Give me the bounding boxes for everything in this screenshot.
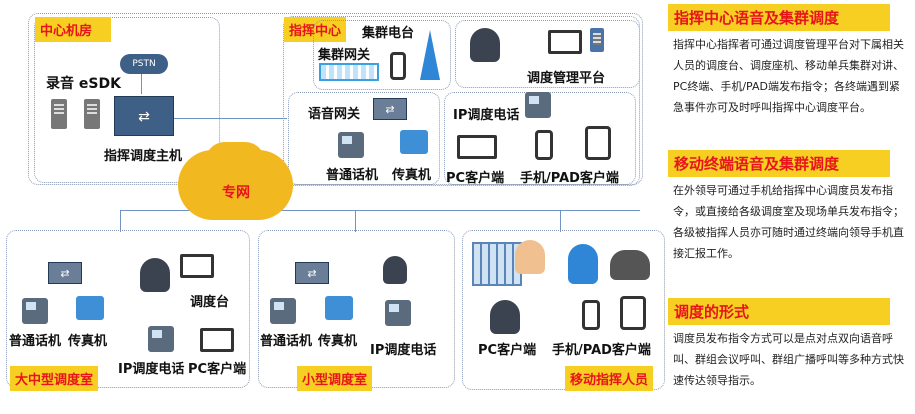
headset-icon [383,256,407,284]
fax-label: 传真机 [392,168,432,183]
trunk-gateway-icon [319,63,379,81]
cloud-bump [205,142,265,182]
platform-box [455,20,640,88]
server-icon [51,99,67,129]
large-room-title: 大中型调度室 [10,366,99,391]
desk-phone-icon [270,298,296,324]
mobile-client-label: 手机/PAD客户端 [520,171,619,186]
group-icon [610,250,650,280]
pstn-cloud-icon: PSTN [120,54,168,74]
console-label: 调度台 [190,295,230,310]
staff-person-icon [568,244,598,284]
ip-phone-label: IP调度电话 [118,362,185,377]
server-icon [84,99,100,129]
fax-icon [400,130,428,154]
link-drop-1 [120,210,121,232]
link-pstn [141,72,142,94]
phone-label: 普通话机 [260,334,313,349]
mobile-staff-box [462,230,665,390]
dispatch-host-label: 指挥调度主机 [104,149,183,164]
pc-client-label: PC客户端 [446,171,505,186]
radio-handset-icon [390,52,406,80]
pc-client-label: PC客户端 [478,343,537,358]
platform-label: 调度管理平台 [527,71,606,86]
pc-client-label: PC客户端 [188,362,247,377]
mobile-client-label: 手机/PAD客户端 [552,343,651,358]
recording-esdk-label: 录音 eSDK [46,76,121,92]
mobile-staff-title: 移动指挥人员 [565,366,654,391]
panel-heading-command: 指挥中心语音及集群调度 [668,4,890,31]
trunk-radio-label: 集群电台 [362,26,415,41]
center-room-box [34,17,220,183]
small-room-title: 小型调度室 [297,366,373,391]
fax-icon [325,296,353,320]
desk-phone-icon [338,132,364,158]
platform-server-icon [590,28,604,52]
operator-headset-icon [470,28,500,62]
panel-heading-forms: 调度的形式 [668,298,890,325]
platform-monitor-icon [548,30,582,54]
ip-phone-icon [385,300,411,326]
tablet-icon [585,126,611,160]
phone-building-icon [472,242,522,286]
link-drop-2 [355,210,356,232]
fax-label: 传真机 [318,334,358,349]
laptop-icon [457,135,497,159]
private-network-label: 专网 [222,185,250,201]
console-monitor-icon [180,254,214,278]
pstn-label: PSTN [132,59,156,69]
command-center-box [283,16,640,186]
laptop-icon [200,328,234,352]
dispatch-host-switch-icon: ⇄ [114,96,174,136]
fax-icon [76,296,104,320]
radio-tower-icon [420,30,440,80]
fax-label: 传真机 [68,334,108,349]
mobile-phone-icon [582,300,600,330]
large-room-box [6,230,250,388]
mobile-phone-icon [535,130,553,160]
link-bus [120,210,640,211]
pc-user-icon [490,300,520,334]
link-host-command [172,118,287,119]
ip-phone-label: IP调度电话 [453,108,520,123]
voice-gateway-box [288,92,440,185]
voice-gateway-icon: ⇄ [373,98,407,120]
panel-text-mobile: 在外领导可通过手机给指挥中心调度员发布指令，或直接给各级调度室及现场单兵发布指令… [673,184,904,260]
voice-gateway-label: 语音网关 [308,107,361,122]
panel-text-command: 指挥中心指挥者可通过调度管理平台对下属相关人员的调度台、调度座机、移动单兵集群对… [673,38,904,114]
ip-phone-label: IP调度电话 [370,343,437,358]
panel-text-forms: 调度员发布指令方式可以是点对点双向语音呼叫、群组会议呼叫、群组广播呼叫等多种方式… [673,332,904,387]
phone-label: 普通话机 [9,334,62,349]
gateway-icon: ⇄ [295,262,329,284]
trunk-gateway-box [313,20,451,90]
console-operator-icon [140,258,170,292]
link-drop-3 [560,210,561,232]
panel-heading-mobile: 移动终端语音及集群调度 [668,150,890,177]
phone-label: 普通话机 [326,168,379,183]
tablet-icon [620,296,646,330]
ip-phone-icon [148,326,174,352]
center-room-title: 中心机房 [35,17,111,42]
trunk-gateway-label: 集群网关 [318,48,371,63]
caller-person-icon [515,240,545,274]
desk-phone-icon [22,298,48,324]
ip-phone-icon [525,92,551,118]
gateway-icon: ⇄ [48,262,82,284]
